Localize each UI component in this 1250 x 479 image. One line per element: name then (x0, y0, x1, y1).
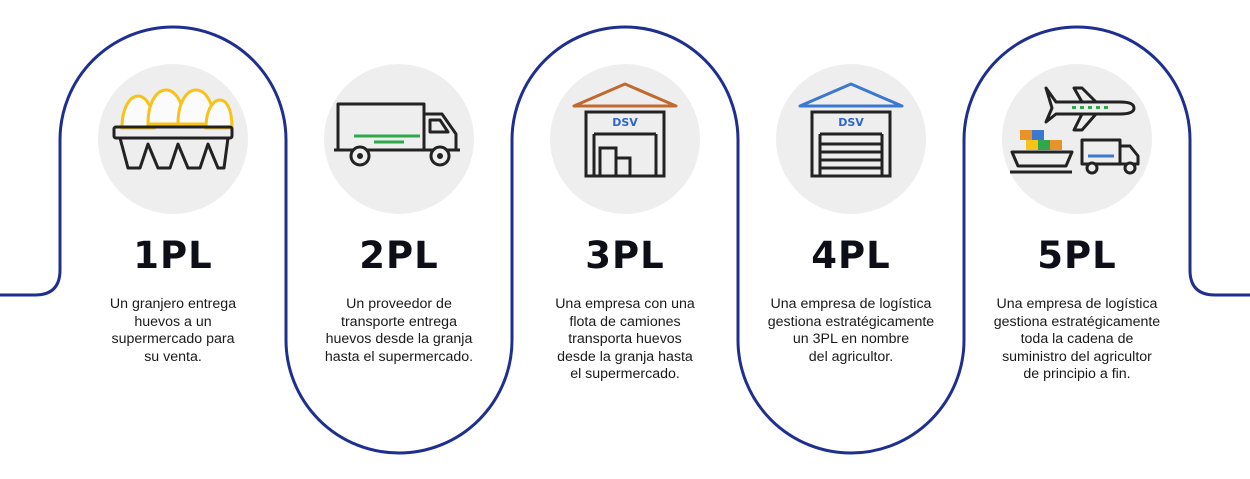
description-line: su venta. (144, 348, 202, 365)
egg-carton-icon (98, 64, 248, 214)
description-line: supermercado para (111, 331, 235, 347)
level-description: Una empresa con una flota de camiones tr… (516, 296, 734, 384)
level-3pl-card: DSV 3PL Una empresa con una flota de cam… (512, 0, 738, 479)
dsv-logo: DSV (838, 116, 864, 129)
description-line: Una empresa de logística (996, 296, 1158, 312)
description-line: de principio a fin. (1023, 366, 1131, 382)
description-line: Un granjero entrega (109, 296, 237, 312)
description-line: huevos a un (134, 313, 212, 330)
level-5pl-card: 5PL Una empresa de logística gestiona es… (964, 0, 1190, 479)
description-line: transporta huevos (568, 331, 682, 347)
level-4pl-card: DSV 4PL Una empresa de logística gestion… (738, 0, 964, 479)
description-line: Una empresa con una (555, 296, 695, 312)
level-title: 2PL (359, 234, 439, 277)
airplane-icon (1044, 86, 1136, 132)
dsv-logo: DSV (612, 116, 638, 129)
description-line: huevos desde la granja (325, 331, 473, 347)
level-title: 3PL (585, 234, 665, 277)
description-line: toda la cadena de (1020, 331, 1134, 347)
description-line: flota de camiones (569, 313, 681, 330)
level-description: Un granjero entrega huevos a un supermer… (64, 296, 282, 366)
description-line: del agricultor. (808, 348, 894, 365)
delivery-truck-icon (324, 64, 474, 214)
warehouse-blue-roof-icon: DSV (776, 64, 926, 214)
truck-icon (1080, 138, 1140, 175)
level-title: 1PL (133, 234, 213, 277)
description-line: transporte entrega (341, 313, 457, 330)
description-line: hasta el supermercado. (324, 348, 474, 365)
level-description: Una empresa de logística gestiona estrat… (742, 296, 960, 366)
level-title: 4PL (811, 234, 891, 277)
level-1pl-card: 1PL Un granjero entrega huevos a un supe… (60, 0, 286, 479)
description-line: un 3PL en nombre (792, 331, 910, 347)
level-description: Un proveedor de transporte entrega huevo… (290, 296, 508, 366)
description-line: gestiona estratégicamente (767, 313, 935, 330)
level-description: Una empresa de logística gestiona estrat… (968, 296, 1186, 384)
level-2pl-card: 2PL Un proveedor de transporte entrega h… (286, 0, 512, 479)
description-line: gestiona estratégicamente (993, 313, 1161, 330)
multimodal-transport-icon (1002, 64, 1152, 214)
description-line: desde la granja hasta (557, 348, 693, 365)
warehouse-orange-roof-icon: DSV (550, 64, 700, 214)
description-line: Un proveedor de (346, 296, 452, 312)
description-line: el supermercado. (570, 366, 680, 382)
description-line: Una empresa de logística (770, 296, 932, 312)
cargo-ship-icon (1010, 130, 1074, 174)
description-line: suministro del agricultor (1002, 348, 1152, 365)
level-title: 5PL (1037, 234, 1117, 277)
